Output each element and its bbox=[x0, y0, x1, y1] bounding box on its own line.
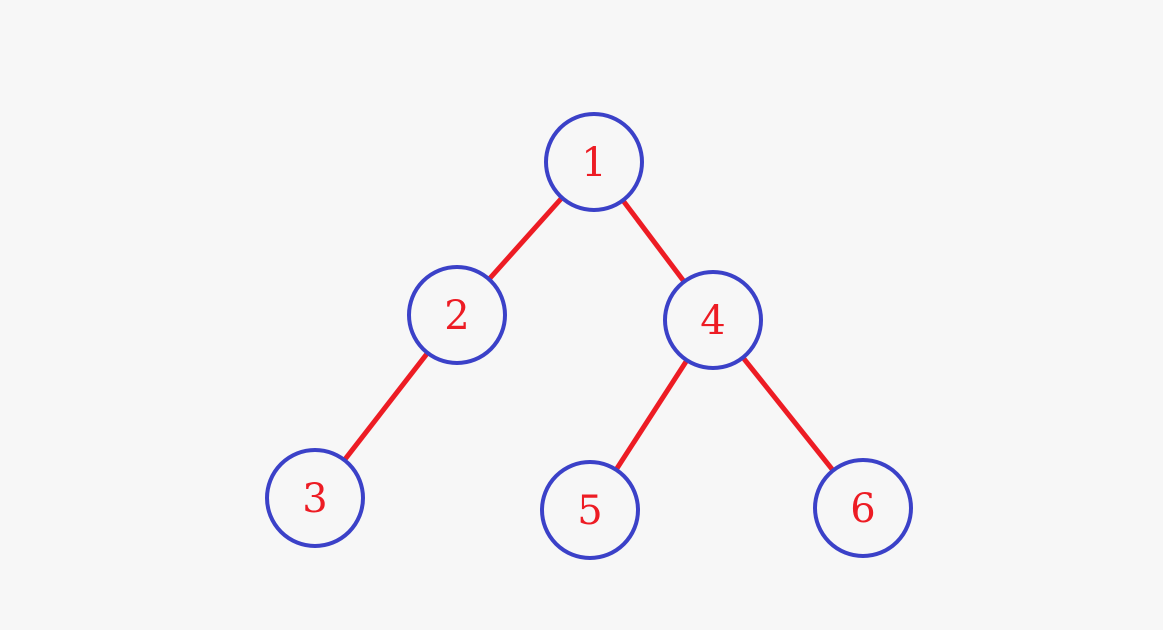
node-circle-3[interactable] bbox=[265, 448, 365, 548]
tree-nodes-layer: 1 2 4 3 5 6 bbox=[265, 112, 913, 560]
node-label-3: 3 bbox=[302, 476, 327, 522]
node-label-5: 5 bbox=[577, 488, 602, 534]
node-label-4: 4 bbox=[700, 298, 725, 344]
node-circle-2[interactable] bbox=[407, 265, 507, 365]
node-circle-5[interactable] bbox=[540, 460, 640, 560]
tree-node-1[interactable]: 1 bbox=[544, 112, 644, 212]
tree-edges-layer bbox=[342, 196, 836, 473]
tree-node-4[interactable]: 4 bbox=[663, 270, 763, 370]
tree-edge-2-3 bbox=[342, 351, 430, 462]
node-label-2: 2 bbox=[444, 293, 469, 339]
tree-edge-4-6 bbox=[740, 355, 836, 473]
node-circle-4[interactable] bbox=[663, 270, 763, 370]
node-label-1: 1 bbox=[581, 140, 606, 186]
node-circle-1[interactable] bbox=[544, 112, 644, 212]
tree-edge-4-5 bbox=[613, 358, 690, 472]
tree-edge-1-4 bbox=[620, 198, 687, 284]
tree-node-6[interactable]: 6 bbox=[813, 458, 913, 558]
tree-node-2[interactable]: 2 bbox=[407, 265, 507, 365]
node-circle-6[interactable] bbox=[813, 458, 913, 558]
tree-node-5[interactable]: 5 bbox=[540, 460, 640, 560]
tree-node-3[interactable]: 3 bbox=[265, 448, 365, 548]
node-label-6: 6 bbox=[850, 486, 875, 532]
tree-edge-1-2 bbox=[487, 196, 564, 281]
